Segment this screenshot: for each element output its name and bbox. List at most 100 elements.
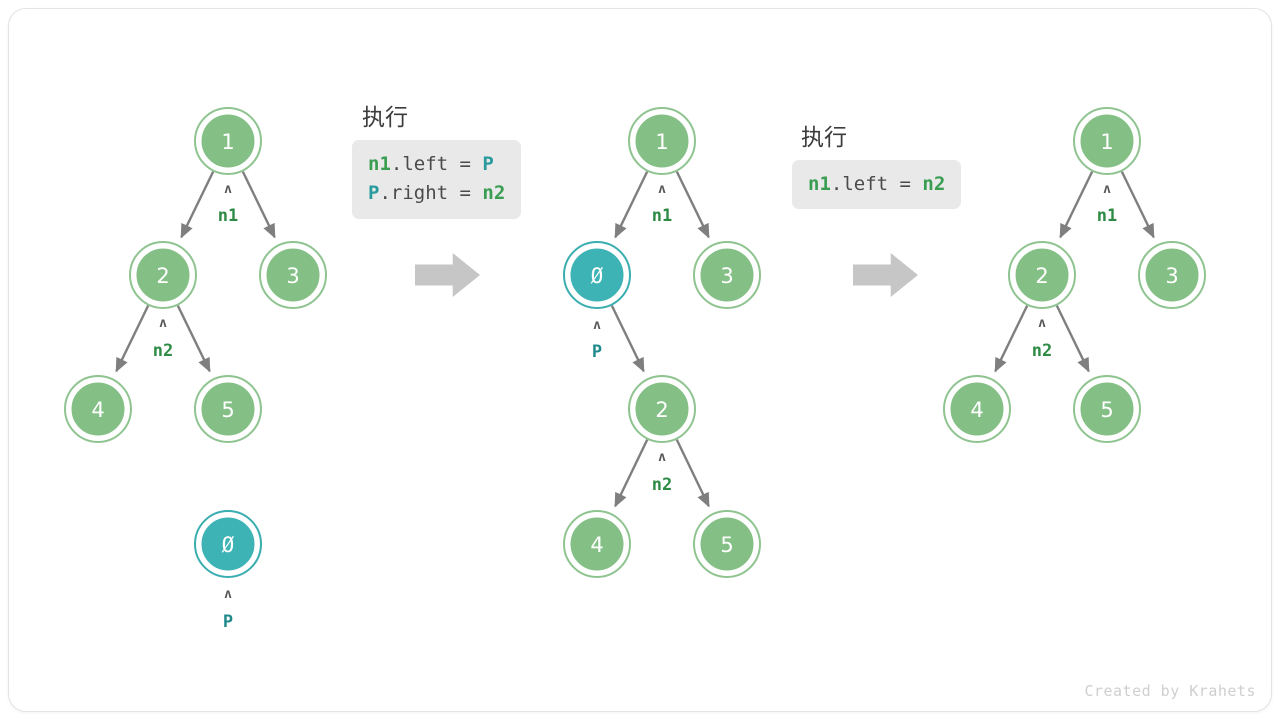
node-body — [198, 379, 258, 439]
node-value-label: 3 — [720, 264, 733, 288]
pointer-label: P — [223, 612, 233, 632]
code-token: P — [482, 153, 494, 175]
node-value-label: 5 — [221, 398, 234, 422]
tree-node: 5 — [693, 510, 761, 578]
tree-edge — [675, 171, 710, 239]
node-value-label: 5 — [1100, 398, 1113, 422]
pointer-label: n1 — [218, 206, 238, 226]
node-value-label: 4 — [590, 533, 603, 557]
transition-arrows-layer — [415, 253, 918, 297]
tree-node: 4 — [943, 375, 1011, 443]
node-outer-ring — [628, 107, 696, 175]
tree-edge — [1055, 305, 1090, 373]
tree-node: 2 — [628, 375, 696, 443]
node-body — [567, 245, 627, 305]
tree-edge — [610, 305, 645, 373]
tree-edge — [994, 305, 1029, 373]
node-value-label: 3 — [286, 264, 299, 288]
node-value-label: 2 — [655, 398, 668, 422]
tree-node: Ø — [563, 241, 631, 309]
tree-node: 1 — [1073, 107, 1141, 175]
node-body — [632, 111, 692, 171]
node-outer-ring — [943, 375, 1011, 443]
node-outer-ring — [64, 375, 132, 443]
tree-node: 3 — [693, 241, 761, 309]
code-line: P.right = n2 — [368, 179, 505, 208]
node-body — [1077, 379, 1137, 439]
step-caption: 执行 — [801, 125, 847, 151]
tree-edge — [176, 305, 211, 373]
tree-node: 4 — [64, 375, 132, 443]
node-body — [198, 111, 258, 171]
tree-node: 1 — [628, 107, 696, 175]
tree-edge — [241, 171, 276, 239]
node-value-label: 3 — [1165, 264, 1178, 288]
code-line: n1.left = P — [368, 150, 505, 179]
pointer-caret-icon: ʌ — [224, 587, 232, 602]
tree-edge — [614, 171, 649, 239]
node-outer-ring — [1138, 241, 1206, 309]
node-body — [632, 379, 692, 439]
pointer-caret-icon: ʌ — [1103, 182, 1111, 197]
node-outer-ring — [194, 510, 262, 578]
node-body — [133, 245, 193, 305]
node-value-label: Ø — [222, 533, 235, 557]
pointer-label: P — [592, 342, 602, 362]
node-value-label: 1 — [655, 130, 668, 154]
node-value-label: 4 — [970, 398, 983, 422]
code-token: n2 — [922, 173, 946, 195]
code-token: .left = — [390, 153, 483, 175]
code-token: n1 — [368, 153, 391, 175]
node-body — [68, 379, 128, 439]
node-outer-ring — [693, 241, 761, 309]
tree-edge — [1120, 171, 1155, 239]
node-outer-ring — [563, 241, 631, 309]
node-body — [198, 514, 258, 574]
code-snippet-box: n1.left = n2 — [792, 160, 962, 210]
pointer-label: n2 — [1032, 341, 1052, 361]
node-value-label: 5 — [720, 533, 733, 557]
pointer-caret-icon: ʌ — [658, 450, 666, 465]
tree-node: Ø — [194, 510, 262, 578]
node-body — [567, 514, 627, 574]
node-value-label: 4 — [91, 398, 104, 422]
tree-node: 2 — [1008, 241, 1076, 309]
pointer-caret-icon: ʌ — [1038, 316, 1046, 331]
watermark: Created by Krahets — [1084, 682, 1256, 700]
node-body — [1142, 245, 1202, 305]
node-outer-ring — [194, 375, 262, 443]
node-value-label: 1 — [1100, 130, 1113, 154]
tree-edge — [614, 439, 649, 508]
pointer-caret-icon: ʌ — [593, 318, 601, 333]
pointer-caret-icon: ʌ — [159, 316, 167, 331]
tree-node: 5 — [1073, 375, 1141, 443]
node-body — [697, 245, 757, 305]
node-body — [263, 245, 323, 305]
node-body — [947, 379, 1007, 439]
pointer-label: n2 — [652, 475, 672, 495]
node-outer-ring — [628, 375, 696, 443]
node-body — [1077, 111, 1137, 171]
node-outer-ring — [693, 510, 761, 578]
code-token: .left = — [830, 173, 923, 195]
pointer-label: n1 — [652, 206, 672, 226]
code-token: P — [368, 182, 380, 205]
tree-edge — [675, 439, 710, 508]
node-outer-ring — [129, 241, 197, 309]
code-token: n2 — [482, 182, 506, 205]
code-line: n1.left = n2 — [808, 170, 945, 199]
tree-node: 3 — [259, 241, 327, 309]
pointer-label: n2 — [153, 341, 173, 361]
node-body — [697, 514, 757, 574]
node-outer-ring — [194, 107, 262, 175]
transition-arrow-icon — [853, 253, 918, 297]
node-outer-ring — [1008, 241, 1076, 309]
pointer-label: n1 — [1097, 206, 1117, 226]
code-token: .right = — [379, 182, 483, 205]
node-value-label: 1 — [221, 130, 234, 154]
